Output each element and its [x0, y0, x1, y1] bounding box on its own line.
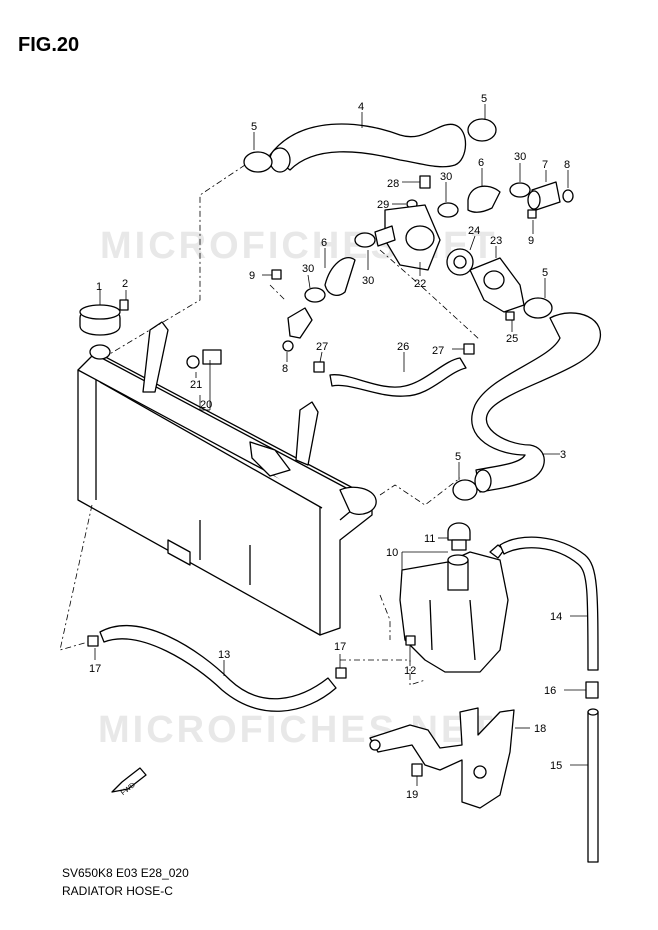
clamp-30a — [509, 163, 531, 198]
callout-8a: 8 — [564, 159, 570, 171]
callout-27b: 27 — [432, 345, 444, 357]
callout-14: 14 — [550, 611, 562, 623]
hose-clamp-5c — [523, 278, 553, 319]
drain-plug — [186, 349, 222, 411]
callout-30d: 30 — [302, 263, 314, 275]
bolt-9a — [527, 209, 537, 234]
clamp-27b — [452, 343, 475, 355]
callout-10: 10 — [386, 547, 398, 559]
callout-5d: 5 — [455, 451, 461, 463]
callout-1: 1 — [96, 281, 102, 293]
thermostat-24 — [446, 235, 476, 276]
o-ring-8a — [562, 170, 574, 203]
radiator — [77, 321, 377, 636]
callout-7: 7 — [542, 159, 548, 171]
bolt-19 — [411, 763, 423, 786]
callout-30c: 30 — [362, 275, 374, 287]
figure-title: FIG.20 — [18, 34, 80, 56]
screw-2 — [119, 290, 129, 311]
reservoir-tank — [399, 544, 509, 673]
hose-6b — [324, 248, 356, 296]
hose-13 — [99, 625, 337, 712]
callout-8b: 8 — [282, 363, 288, 375]
forward-arrow: FWD — [111, 767, 147, 797]
hose-15 — [570, 708, 599, 863]
clamp-27a — [313, 351, 325, 373]
overflow-hose-14 — [499, 536, 599, 671]
callout-5a: 5 — [251, 121, 257, 133]
callout-12: 12 — [404, 665, 416, 677]
callout-4: 4 — [358, 101, 364, 113]
bolt-12 — [405, 635, 416, 662]
callout-25: 25 — [506, 333, 518, 345]
fitting-left — [287, 307, 313, 339]
thermostat-cover-23 — [469, 246, 525, 313]
bolt-25 — [505, 311, 515, 332]
hose-6a — [467, 168, 501, 213]
callout-30b: 30 — [440, 171, 452, 183]
callout-9b: 9 — [528, 235, 534, 247]
footer-name: RADIATOR HOSE-C — [62, 884, 173, 898]
hose-clamp-5d — [452, 462, 478, 501]
callout-29: 29 — [377, 199, 389, 211]
callout-30a: 30 — [514, 151, 526, 163]
footer-model: SV650K8 E03 E28_020 — [62, 866, 189, 880]
bolt-9b — [262, 269, 282, 280]
callout-19: 19 — [406, 789, 418, 801]
radiator-cap — [79, 290, 121, 336]
callout-27a: 27 — [316, 341, 328, 353]
callout-11: 11 — [424, 533, 435, 545]
upper-hose-4 — [269, 112, 467, 173]
bracket-18 — [369, 707, 530, 809]
clamp-30b — [437, 182, 459, 218]
callout-labels: 1 2 3 4 5 5 5 5 6 6 7 8 8 9 9 10 11 12 1… — [89, 93, 570, 801]
clamp-30d — [304, 274, 326, 303]
o-ring-8b — [282, 340, 294, 362]
clamp-17b — [335, 654, 347, 679]
callout-6a: 6 — [478, 157, 484, 169]
callout-5b: 5 — [481, 93, 487, 105]
lower-hose-3 — [471, 312, 601, 493]
sensor-28 — [402, 175, 431, 189]
reservoir-cap-11 — [438, 522, 471, 551]
callout-13: 13 — [218, 649, 230, 661]
bypass-hose-26 — [329, 352, 467, 397]
callout-20: 20 — [200, 399, 212, 411]
callout-28: 28 — [387, 178, 399, 190]
callout-6b: 6 — [321, 237, 327, 249]
callout-2: 2 — [122, 278, 128, 290]
callout-21: 21 — [190, 379, 202, 391]
callout-3: 3 — [560, 449, 566, 461]
clamp-30c — [354, 232, 376, 270]
callout-18: 18 — [534, 723, 546, 735]
hose-clamp-5b — [467, 104, 497, 142]
callout-17b: 17 — [334, 641, 346, 653]
thermostat-housing-22 — [374, 204, 441, 276]
joint-16 — [564, 681, 599, 699]
callout-24: 24 — [468, 225, 480, 237]
hose-clamp-5a — [243, 132, 273, 173]
clamp-17a — [87, 635, 99, 660]
callout-17a: 17 — [89, 663, 101, 675]
callout-23: 23 — [490, 235, 502, 247]
callout-16: 16 — [544, 685, 556, 697]
callout-5c: 5 — [542, 267, 548, 279]
callout-9a: 9 — [249, 270, 255, 282]
fitting-7 — [527, 170, 561, 211]
callout-26: 26 — [397, 341, 409, 353]
callout-22: 22 — [414, 278, 426, 290]
callout-15: 15 — [550, 760, 562, 772]
